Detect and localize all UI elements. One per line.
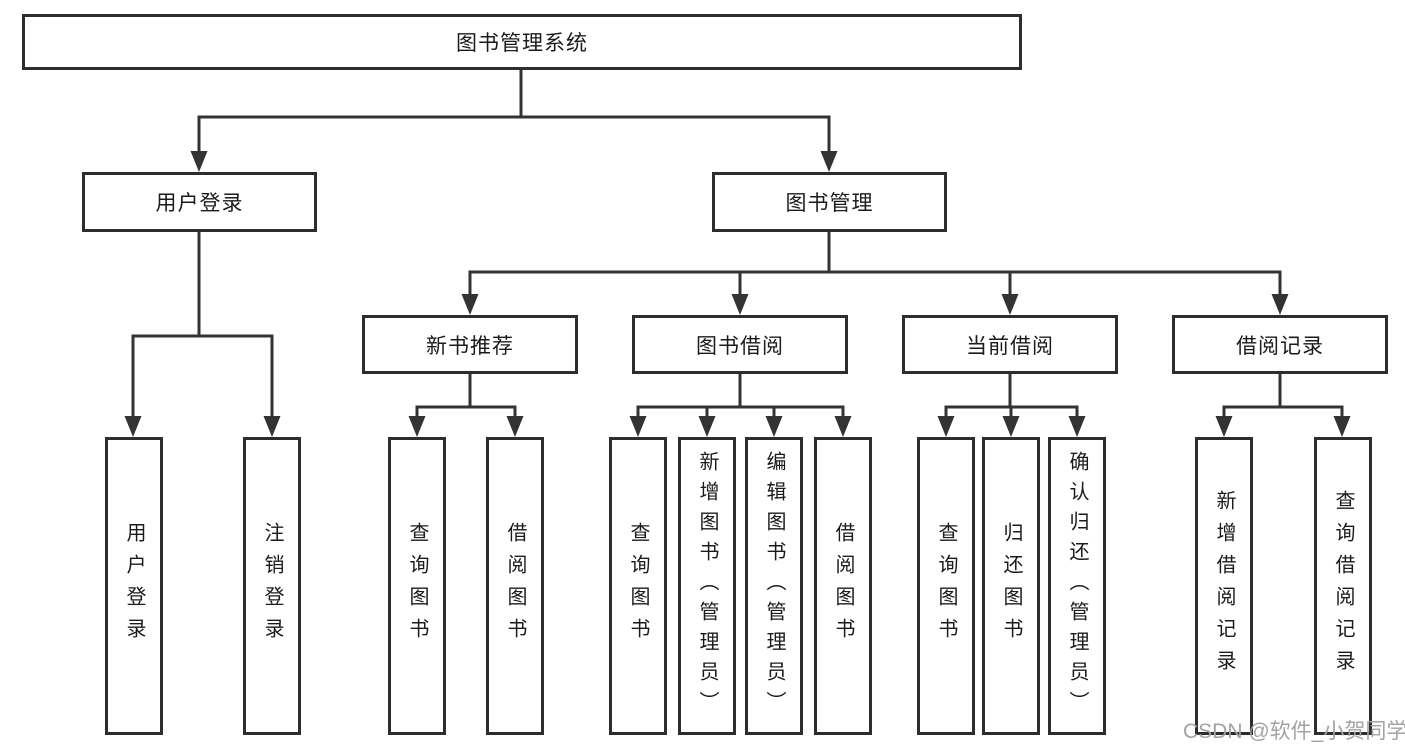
arrowheads [124, 151, 1351, 437]
node-user-login: 用户登录 [82, 172, 317, 232]
leaf-borrow-books-recommend-label: 借阅图书 [504, 522, 526, 650]
node-root-system-label: 图书管理系统 [456, 32, 588, 55]
leaf-return-books-label: 归还图书 [1000, 522, 1022, 650]
node-new-book-recommend: 新书推荐 [362, 315, 578, 374]
leaf-query-books-current-label: 查询图书 [935, 522, 957, 650]
leaf-query-books-borrow-label: 查询图书 [627, 522, 649, 650]
node-book-borrow-label: 图书借阅 [696, 334, 784, 358]
leaf-add-books-admin-label: 新增图书（管理员） [696, 451, 718, 721]
leaf-query-borrow-record: 查询借阅记录 [1314, 437, 1372, 735]
connector-paths [131, 70, 1344, 418]
node-new-book-recommend-label: 新书推荐 [426, 334, 514, 358]
leaf-query-books-recommend: 查询图书 [388, 437, 446, 735]
leaf-add-books-admin: 新增图书（管理员） [678, 437, 736, 735]
leaf-query-books-borrow: 查询图书 [609, 437, 667, 735]
csdn-watermark: CSDN @软件_小贺同学 [1183, 720, 1405, 743]
node-user-login-label: 用户登录 [155, 192, 244, 215]
leaf-confirm-return-admin: 确认归还（管理员） [1048, 437, 1106, 735]
leaf-add-borrow-record-label: 新增借阅记录 [1213, 490, 1235, 682]
leaf-query-books-recommend-label: 查询图书 [406, 522, 428, 650]
node-borrow-records-label: 借阅记录 [1236, 334, 1324, 358]
leaf-edit-books-admin-label: 编辑图书（管理员） [763, 451, 785, 721]
node-book-borrow: 图书借阅 [632, 315, 848, 374]
leaf-query-books-current: 查询图书 [917, 437, 975, 735]
leaf-return-books: 归还图书 [982, 437, 1040, 735]
node-current-borrow-label: 当前借阅 [966, 334, 1054, 358]
leaf-user-login: 用户登录 [105, 437, 163, 735]
leaf-logout-label: 注销登录 [261, 522, 283, 650]
node-current-borrow: 当前借阅 [902, 315, 1118, 374]
leaf-borrow-books-label: 借阅图书 [832, 522, 854, 650]
leaf-logout: 注销登录 [243, 437, 301, 735]
leaf-borrow-books: 借阅图书 [814, 437, 872, 735]
leaf-user-login-label: 用户登录 [123, 522, 145, 650]
leaf-add-borrow-record: 新增借阅记录 [1195, 437, 1253, 735]
node-borrow-records: 借阅记录 [1172, 315, 1388, 374]
node-book-management: 图书管理 [712, 172, 947, 232]
node-book-management-label: 图书管理 [785, 192, 874, 215]
leaf-borrow-books-recommend: 借阅图书 [486, 437, 544, 735]
leaf-confirm-return-admin-label: 确认归还（管理员） [1066, 451, 1088, 721]
leaf-query-borrow-record-label: 查询借阅记录 [1332, 490, 1354, 682]
leaf-edit-books-admin: 编辑图书（管理员） [745, 437, 803, 735]
node-root-system: 图书管理系统 [22, 14, 1022, 70]
